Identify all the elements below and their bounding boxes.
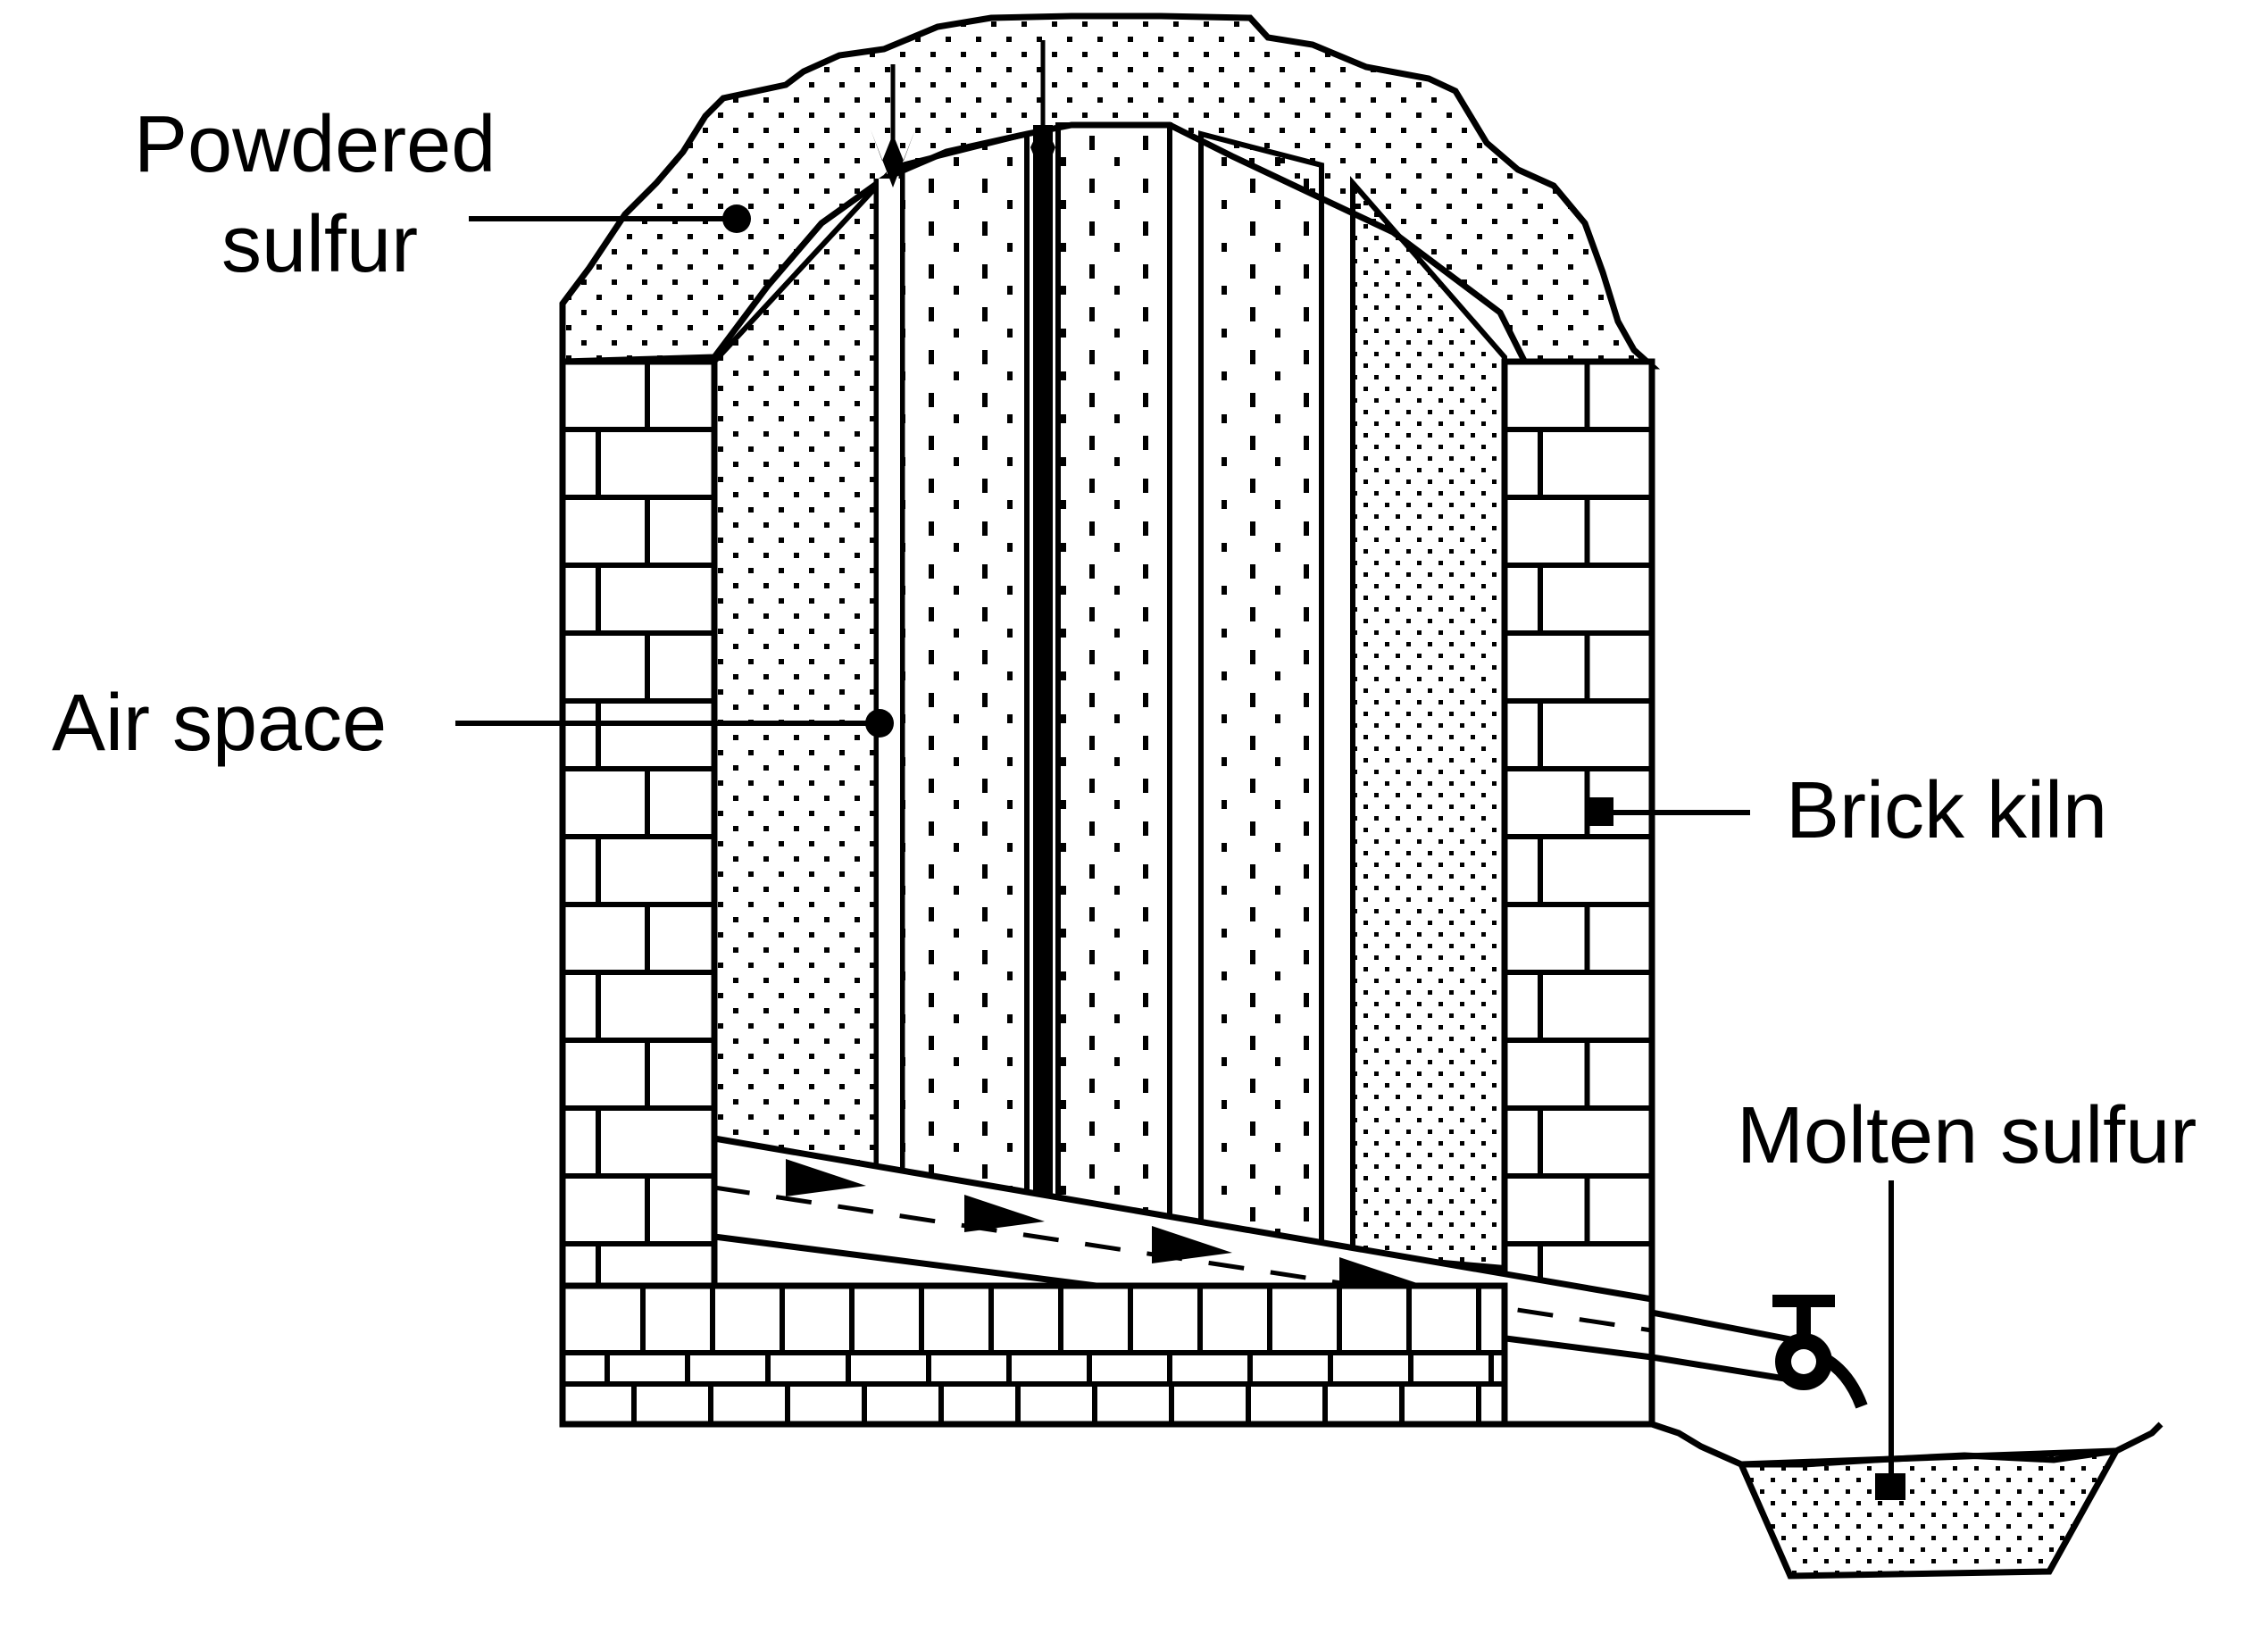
left-brick-wall bbox=[559, 358, 718, 1428]
air-space-label: Air space bbox=[52, 679, 388, 768]
drain-tap bbox=[1772, 1295, 1868, 1409]
powdered-sulfur-label: Powdered sulfur bbox=[134, 100, 496, 289]
powdered-sulfur-label-line1: Powdered bbox=[134, 100, 496, 189]
powdered-sulfur-label-line2: sulfur bbox=[221, 200, 419, 289]
leader-lines bbox=[455, 204, 1905, 1500]
feed-pipes bbox=[871, 40, 1068, 188]
air-space-pipe bbox=[873, 165, 905, 1170]
right-brick-wall bbox=[1501, 358, 1655, 1428]
molten-sulfur-label: Molten sulfur bbox=[1737, 1091, 2197, 1180]
collection-pit bbox=[1650, 1421, 2164, 1580]
sulfur-ore-charge bbox=[712, 122, 1507, 1271]
brick-kiln-label: Brick kiln bbox=[1786, 766, 2108, 855]
foundation-bricks bbox=[559, 1282, 1508, 1428]
